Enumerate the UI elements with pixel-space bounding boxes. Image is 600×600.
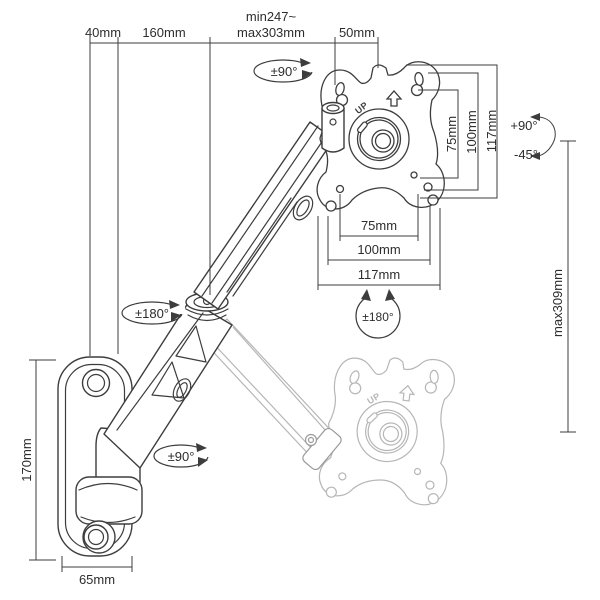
dim-label-75mm-horizontal: 75mm	[361, 218, 397, 233]
dim-label-65mm: 65mm	[79, 572, 115, 587]
rotation-label-elbow: ±180°	[135, 306, 169, 321]
dim-label-160mm: 160mm	[142, 25, 185, 40]
dim-label-reach-min: min247~	[246, 9, 297, 24]
dim-label-max309mm: max309mm	[550, 269, 565, 337]
rotation-label-top: ±90°	[271, 64, 298, 79]
dim-label-117mm-vertical: 117mm	[484, 110, 499, 152]
dim-label-50mm: 50mm	[339, 25, 375, 40]
rotation-arrow-top	[253, 58, 316, 83]
dim-label-75mm-vertical: 75mm	[444, 116, 459, 152]
dim-label-117mm-horizontal: 117mm	[358, 267, 400, 282]
head-joint	[321, 101, 345, 153]
elbow-collar	[185, 308, 229, 322]
ghost-vesa-plate	[316, 346, 462, 512]
tilt-arrow-icon	[530, 152, 540, 160]
upper-arm	[193, 121, 335, 310]
dim-label-170mm: 170mm	[19, 438, 34, 481]
gas-spring	[226, 197, 298, 297]
ghost-head-clamp	[302, 427, 342, 471]
ghost-lowered-position	[202, 318, 462, 512]
arm-assembly	[75, 121, 335, 554]
rotation-arrow-elbow	[121, 300, 185, 325]
lower-arm-cutouts	[151, 325, 207, 399]
cable-clip	[172, 378, 192, 402]
tilt-label-up: +90°	[510, 118, 537, 133]
upper-arm-edges	[201, 125, 329, 304]
dim-label-40mm: 40mm	[85, 25, 121, 40]
tilt-arrow-icon	[530, 113, 540, 121]
ghost-arm-detail	[209, 326, 336, 453]
dim-label-100mm-horizontal: 100mm	[357, 242, 400, 257]
tilt-label-down: -45°	[514, 147, 538, 162]
rotation-label-bottom: ±90°	[168, 449, 195, 464]
dim-label-reach-max: max303mm	[237, 25, 305, 40]
head-bolt	[329, 118, 337, 126]
dim-label-100mm-vertical: 100mm	[464, 110, 479, 153]
wall-plate-hole-top	[81, 368, 111, 398]
rotation-arrow-bottom	[153, 443, 212, 468]
dimension-lines	[29, 37, 576, 572]
head-cylinder-top	[321, 101, 345, 115]
pivot-clamp-detail	[78, 482, 138, 524]
lower-arm-edge	[116, 312, 204, 431]
wall-plate-hole-bottom	[83, 524, 109, 550]
wall-plate-hole-bottom	[87, 528, 105, 546]
cable-clip	[292, 195, 314, 221]
rotation-label-vesa: ±180°	[362, 310, 394, 324]
cable-clip	[296, 199, 310, 217]
head-cylinder	[321, 107, 345, 153]
dimension-labels: 40mm 160mm min247~ max303mm 50mm 75mm 10…	[19, 9, 565, 587]
cable-clip	[176, 382, 188, 398]
rotation-arrow-vesa	[355, 289, 401, 339]
wall-plate-hole-top	[86, 373, 106, 393]
head-cylinder-top-ring	[326, 104, 340, 112]
